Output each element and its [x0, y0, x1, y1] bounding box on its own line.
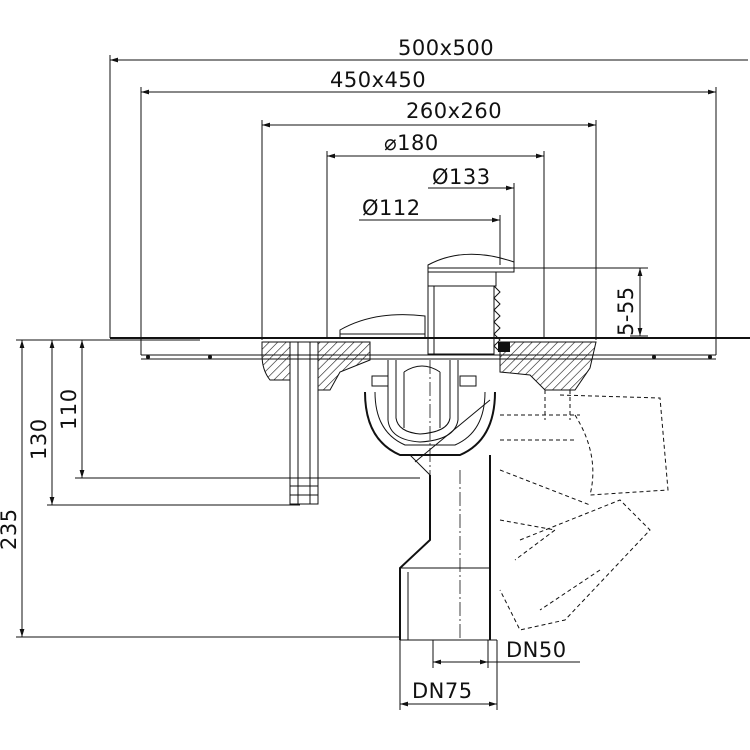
- dimension-dn75-label: DN75: [412, 679, 473, 703]
- dimension-dn50: DN50: [432, 638, 580, 668]
- dimension-450: 450x450: [140, 68, 717, 355]
- dimension-130-label: 130: [27, 418, 51, 460]
- drain-flange: [261, 341, 597, 391]
- grating-high: [427, 253, 515, 287]
- dimension-180-label: ⌀180: [384, 131, 439, 155]
- dimension-dn75: DN75: [399, 640, 498, 710]
- dimension-235-label: 235: [0, 508, 21, 550]
- dimension-260-label: 260x260: [406, 99, 502, 123]
- dimension-450-label: 450x450: [330, 68, 426, 92]
- dimension-adjust: 5-55: [500, 267, 648, 337]
- dimension-500: 500x500: [109, 36, 748, 338]
- fixing-bolt: [289, 341, 319, 505]
- dimension-133-label: Ø133: [432, 165, 491, 189]
- dimension-112: Ø112: [359, 196, 501, 265]
- dimension-133: Ø133: [428, 165, 515, 265]
- dimension-500-label: 500x500: [398, 36, 494, 60]
- alternative-outlets: [499, 390, 669, 631]
- dimension-110: 110: [57, 339, 420, 479]
- grating-low: [339, 314, 426, 339]
- dimension-180: ⌀180: [326, 131, 545, 338]
- dimension-130: 130: [27, 339, 300, 506]
- outlet-pipe: [399, 360, 497, 641]
- dimension-adjust-label: 5-55: [614, 286, 638, 336]
- dimension-112-label: Ø112: [362, 196, 421, 220]
- dimension-dn50-label: DN50: [506, 638, 567, 662]
- dimension-110-label: 110: [57, 388, 81, 430]
- dimension-235: 235: [0, 339, 400, 638]
- membrane-plate: [110, 337, 750, 360]
- dimension-260: 260x260: [261, 99, 597, 340]
- extension-riser: [427, 285, 501, 355]
